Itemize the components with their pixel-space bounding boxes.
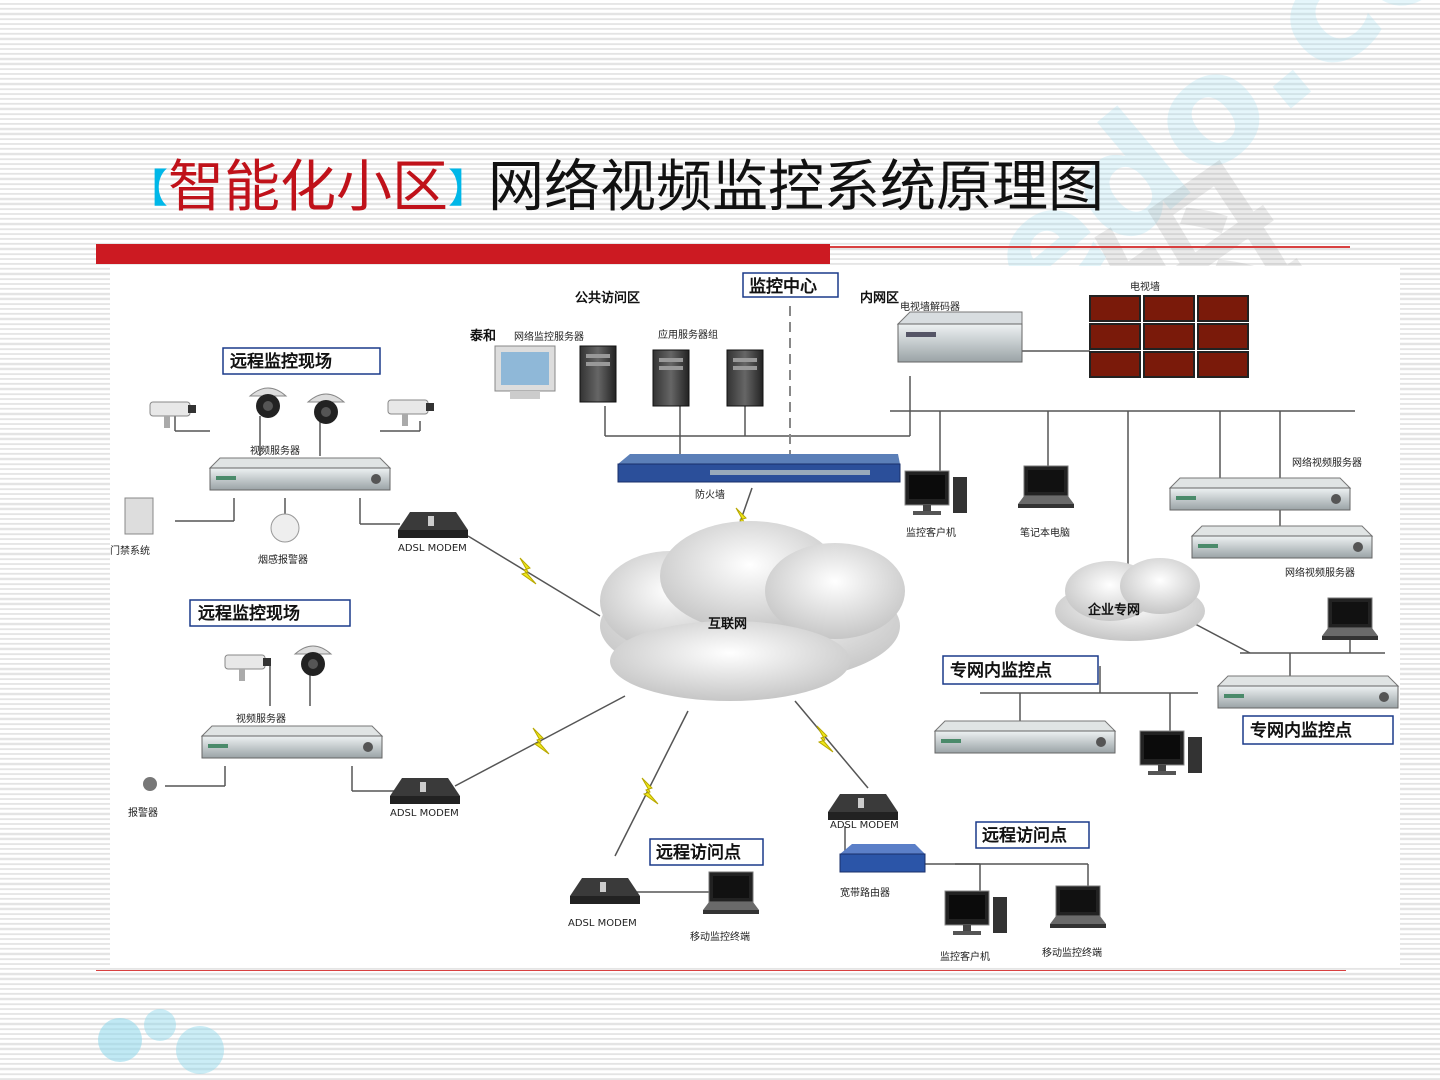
alarm-icon — [143, 777, 157, 791]
title-divider — [830, 246, 1350, 248]
zone-public: 公共访问区 — [575, 290, 640, 306]
server-tower-icon — [579, 345, 617, 403]
camera-icon — [149, 401, 197, 429]
video-server-label: 视频服务器 — [236, 712, 286, 725]
laptop-icon — [702, 871, 760, 915]
laptop-label: 笔记本电脑 — [1020, 526, 1070, 539]
door-icon — [124, 497, 154, 535]
title-red-bar — [96, 244, 830, 264]
app-server-label: 应用服务器组 — [658, 328, 718, 341]
network-diagram: 互联网 企业专网 公共访问区 监控中心 内网区 泰和 网络监控服务器 应用服务器… — [110, 272, 1399, 963]
monitor-client-icon — [904, 470, 968, 516]
enterprise-label: 企业专网 — [1087, 602, 1140, 618]
mobile-terminal-label: 移动监控终端 — [690, 930, 750, 943]
title-highlight: 智能化小区 — [168, 155, 448, 220]
bottom-divider — [96, 970, 1346, 971]
video-server-icon — [209, 457, 391, 491]
firewall-label: 防火墙 — [695, 488, 725, 501]
monitor-client-icon — [944, 890, 1008, 936]
zone-monitor: 监控中心 — [749, 276, 817, 297]
bracket-open: 【 — [128, 166, 168, 212]
smoke-detector-icon — [270, 513, 300, 543]
dome-camera-icon — [307, 393, 345, 425]
door-label: 门禁系统 — [110, 544, 150, 557]
adsl-label: ADSL MODEM — [568, 918, 637, 929]
bolt-icon — [532, 727, 550, 755]
remote-access-label: 远程访问点 — [982, 825, 1067, 846]
firewall-icon — [617, 454, 901, 483]
decorative-swoosh-icon — [98, 1009, 224, 1074]
net-video-server-icon — [1169, 477, 1351, 511]
router-icon — [839, 844, 926, 873]
dome-camera-icon — [294, 645, 332, 677]
server-tower-icon — [652, 349, 690, 407]
tv-wall-icon — [1089, 295, 1249, 378]
monitor-client-label: 监控客户机 — [906, 526, 956, 539]
server-tower-icon — [726, 349, 764, 407]
bolt-icon — [816, 725, 834, 753]
laptop-icon — [1017, 465, 1075, 509]
remote-site-label: 远程监控现场 — [230, 351, 332, 372]
remote-site-label: 远程监控现场 — [198, 603, 300, 624]
enterprise-cloud-icon — [1055, 558, 1205, 641]
remote-site-box — [189, 599, 351, 627]
zone-monitor-box — [742, 272, 839, 298]
net-video-server-label: 网络视频服务器 — [1285, 566, 1355, 579]
modem-icon — [390, 778, 460, 804]
modem-icon — [828, 794, 898, 820]
alarm-label: 报警器 — [128, 806, 158, 819]
modem-icon — [570, 878, 640, 904]
private-point-label: 专网内监控点 — [1250, 720, 1352, 741]
remote-access-label: 远程访问点 — [656, 842, 741, 863]
adsl-label: ADSL MODEM — [390, 808, 459, 819]
camera-icon — [224, 654, 272, 682]
video-server-label: 视频服务器 — [250, 444, 300, 457]
bolt-icon — [519, 557, 537, 585]
router-label: 宽带路由器 — [840, 886, 890, 899]
adsl-label: ADSL MODEM — [398, 543, 467, 554]
internet-label: 互联网 — [708, 617, 747, 632]
client-label: 监控客户机 — [940, 950, 990, 963]
dome-camera-icon — [249, 387, 287, 419]
video-server-icon — [934, 720, 1116, 754]
tv-decoder-label: 电视墙解码器 — [900, 300, 960, 313]
laptop-icon — [1049, 885, 1107, 929]
net-server-label: 网络监控服务器 — [514, 330, 584, 343]
monitor-icon — [494, 345, 556, 399]
internet-cloud-icon — [600, 521, 905, 701]
slide-title: 【智能化小区】网络视频监控系统原理图 — [128, 160, 1104, 216]
zone-intranet: 内网区 — [860, 290, 899, 306]
taihe-label: 泰和 — [469, 328, 496, 344]
laptop-icon — [1321, 597, 1379, 641]
remote-site-box — [222, 347, 381, 375]
net-video-server-icon — [1191, 525, 1373, 559]
tv-decoder-icon — [896, 311, 1023, 363]
smoke-label: 烟感报警器 — [258, 553, 308, 566]
title-main: 网络视频监控系统原理图 — [488, 155, 1104, 220]
tv-wall-label: 电视墙 — [1130, 280, 1160, 293]
mobile-terminal-label: 移动监控终端 — [1042, 946, 1102, 959]
video-server-icon — [1217, 675, 1399, 709]
private-point-box — [942, 655, 1099, 685]
video-server-icon — [201, 725, 383, 759]
bolt-icon — [641, 777, 659, 805]
monitor-client-icon — [1139, 730, 1203, 776]
camera-icon — [387, 399, 435, 427]
private-point-label: 专网内监控点 — [950, 660, 1052, 681]
net-video-server-label: 网络视频服务器 — [1292, 456, 1362, 469]
private-point-box — [1242, 715, 1394, 745]
remote-access-box — [975, 821, 1090, 849]
adsl-label: ADSL MODEM — [830, 820, 899, 831]
bracket-close: 】 — [448, 166, 488, 212]
modem-icon — [398, 512, 468, 538]
remote-access-box — [649, 838, 764, 866]
